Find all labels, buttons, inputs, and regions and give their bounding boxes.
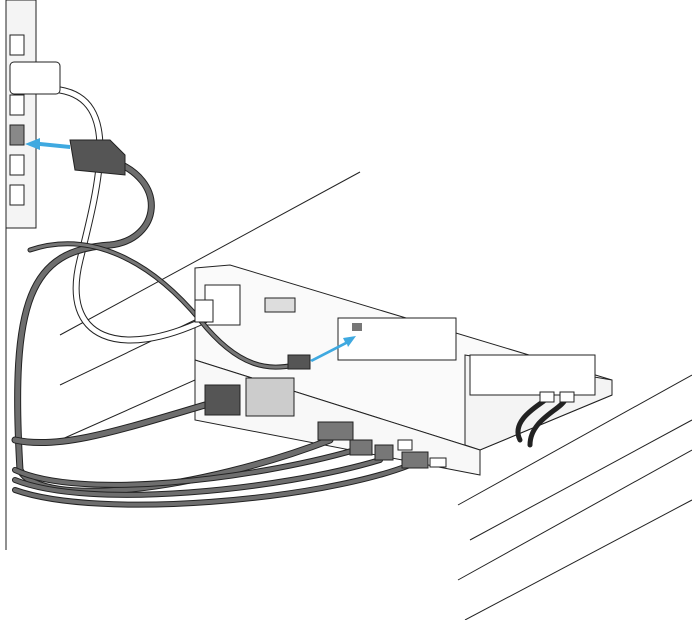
usb-plug-a xyxy=(349,439,373,456)
plugs xyxy=(9,61,575,469)
serial-port xyxy=(264,297,296,313)
cables xyxy=(11,86,568,508)
server xyxy=(194,359,481,476)
server-power-plug xyxy=(204,384,241,416)
vent-grille xyxy=(245,377,295,417)
rj45-plug xyxy=(374,444,394,461)
vga-plug xyxy=(317,421,354,441)
active-port xyxy=(352,323,362,331)
arrow-icon xyxy=(25,138,70,150)
ethernet-port xyxy=(397,439,413,451)
insert-arrows xyxy=(25,138,356,362)
gray-power-plug xyxy=(69,139,126,176)
white-plug-inlet xyxy=(194,299,214,323)
usb-plug-b xyxy=(401,451,429,469)
usb-port xyxy=(429,457,447,468)
ethernet-plug xyxy=(287,354,311,370)
power-strip xyxy=(5,0,37,550)
arrow-icon xyxy=(310,336,356,362)
switch-ports xyxy=(337,317,596,396)
white-power-plug xyxy=(9,61,61,95)
